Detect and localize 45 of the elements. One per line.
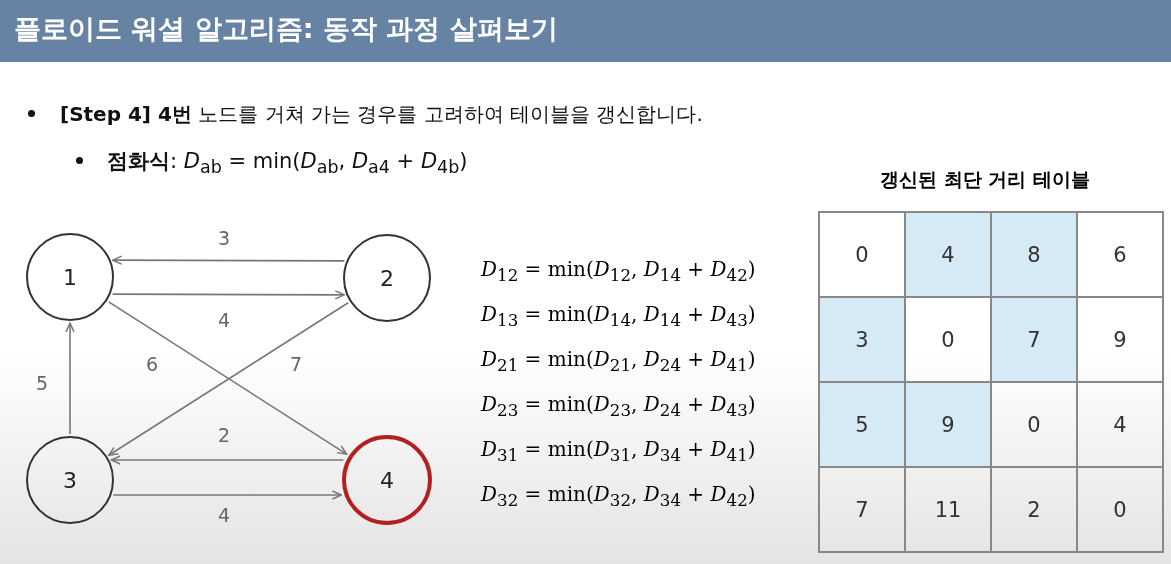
- table-cell: 7: [991, 297, 1077, 382]
- table-cell: 6: [1077, 212, 1163, 297]
- node-circle: [26, 436, 114, 524]
- step-text: [Step 4] 4번 노드를 거쳐 가는 경우를 고려하여 테이블을 갱신합니다.: [60, 101, 703, 128]
- table-cell: 5: [819, 382, 905, 467]
- node-label: 1: [63, 264, 77, 290]
- arrow: [111, 290, 346, 300]
- arrow: [112, 490, 343, 500]
- table-cell: 8: [991, 212, 1077, 297]
- node-circle: [26, 233, 114, 321]
- table-cell: 3: [819, 297, 905, 382]
- table-cell: 4: [1077, 382, 1163, 467]
- table-cell: 11: [905, 467, 991, 552]
- node-label: 2: [380, 265, 394, 291]
- equation: D$_{23}$ = min(D$_{23}$, D$_{24}$ + D$_{43}$): [481, 392, 756, 420]
- table-title: 갱신된 최단 거리 테이블: [879, 167, 1091, 192]
- formula-text: 점화식: D$_{ab}$ = min(D$_{ab}$, D$_{a4}$ + D$_{4b}$): [107, 148, 468, 178]
- equation: D$_{31}$ = min(D$_{31}$, D$_{34}$ + D$_{41}$): [481, 437, 756, 465]
- node-label: 3: [63, 467, 77, 493]
- edge-label: 4: [217, 309, 231, 331]
- edge-label: 6: [145, 353, 159, 375]
- table-cell: 0: [991, 382, 1077, 467]
- table-cell: 0: [819, 212, 905, 297]
- table-cell: 2: [991, 467, 1077, 552]
- equation: D$_{32}$ = min(D$_{32}$, D$_{34}$ + D$_{42}$): [481, 482, 756, 510]
- node-circle: [342, 435, 432, 525]
- table-cell: 9: [1077, 297, 1163, 382]
- edge-label: 2: [217, 424, 231, 446]
- edge-label: 3: [217, 227, 231, 249]
- arrow: [110, 455, 345, 465]
- table-cell: 4: [905, 212, 991, 297]
- table-cell: 0: [1077, 467, 1163, 552]
- equation: D$_{13}$ = min(D$_{14}$, D$_{14}$ + D$_{43}$): [481, 302, 756, 330]
- table-cell: 9: [905, 382, 991, 467]
- table-cell: 7: [819, 467, 905, 552]
- node-circle: [343, 234, 431, 322]
- arrow: [65, 322, 75, 435]
- edge-label: 7: [289, 353, 303, 375]
- equation: D$_{12}$ = min(D$_{12}$, D$_{14}$ + D$_{42}$): [481, 257, 756, 285]
- arrow: [111, 255, 346, 265]
- edge-label: 5: [35, 372, 49, 394]
- equation: D$_{21}$ = min(D$_{21}$, D$_{24}$ + D$_{41}$): [481, 347, 756, 375]
- slide-title: 플로이드 워셜 알고리즘: 동작 과정 살펴보기: [0, 0, 1171, 62]
- node-label: 4: [380, 467, 394, 493]
- edge-label: 4: [217, 504, 231, 526]
